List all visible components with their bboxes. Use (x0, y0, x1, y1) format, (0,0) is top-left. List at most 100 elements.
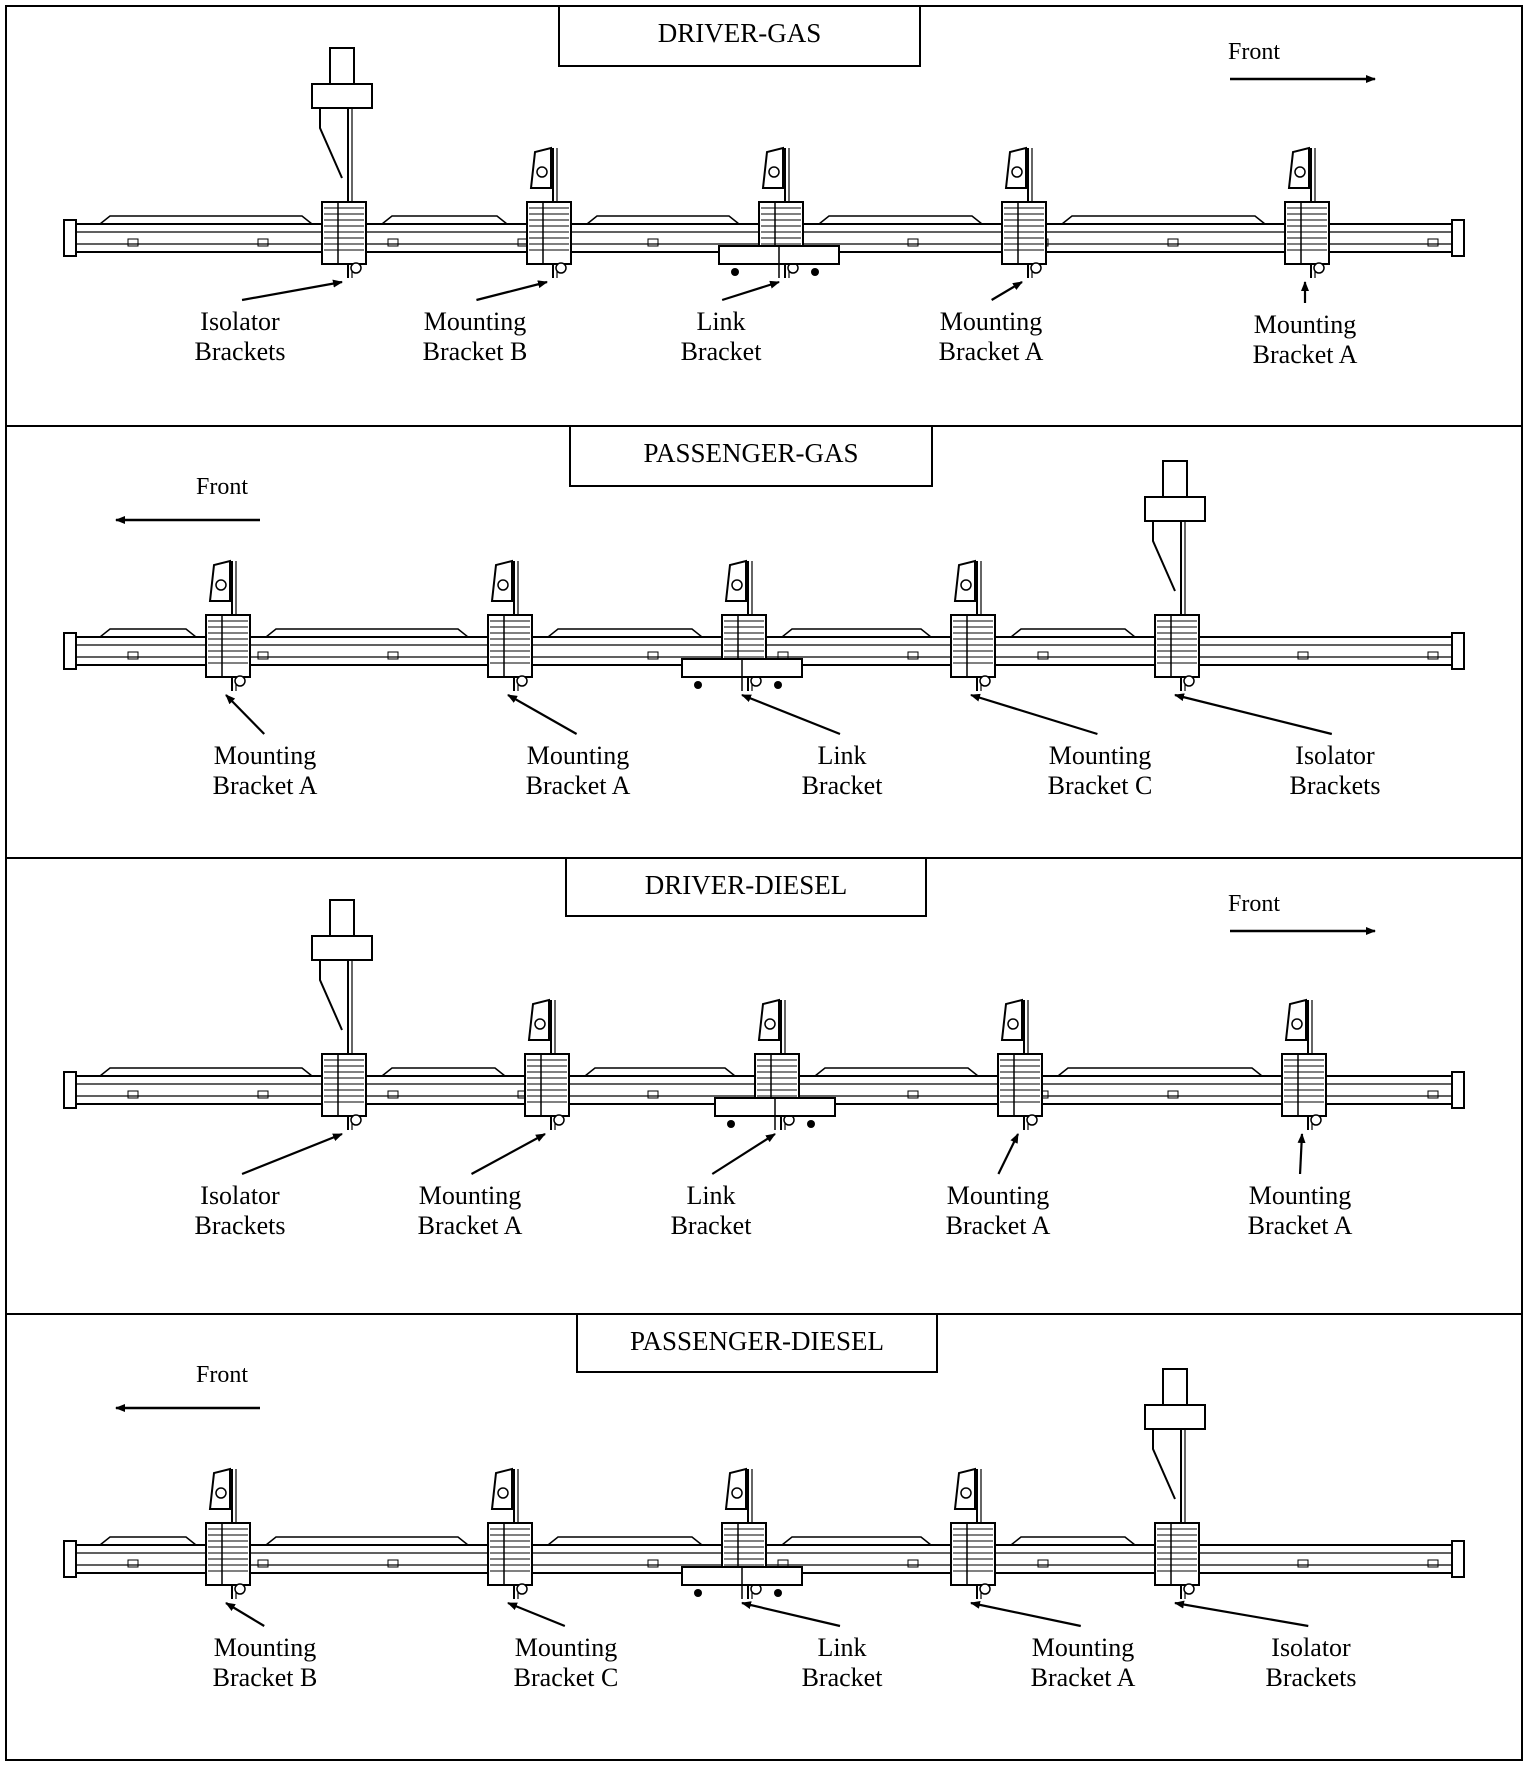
bracket-label-line1: Mounting (424, 307, 527, 336)
panel-title: DRIVER-DIESEL (645, 870, 847, 900)
bracket-label-line2: Brackets (1266, 1663, 1357, 1692)
front-indicator: Front (115, 1362, 260, 1412)
bracket-mount (950, 1467, 996, 1599)
bracket-link (714, 998, 836, 1130)
bracket-label-line1: Mounting (940, 307, 1043, 336)
bracket-iso (1144, 1368, 1206, 1599)
panel-title: PASSENGER-DIESEL (630, 1326, 884, 1356)
bracket-mount (526, 146, 572, 278)
panel-title-box (565, 857, 927, 917)
bracket-label-line1: Mounting (527, 741, 630, 770)
bracket-label-line2: Brackets (1290, 771, 1381, 800)
front-indicator: Front (1228, 891, 1376, 935)
leader-arrow-icon (1297, 1133, 1306, 1175)
leader-arrow-icon (507, 1601, 566, 1628)
bracket-label-line1: Mounting (1032, 1633, 1135, 1662)
leader-arrow-icon (476, 280, 548, 302)
panel-driver-gas: DRIVER-GASFrontIsolatorBracketsMountingB… (5, 5, 1523, 427)
bracket-label-line1: Isolator (200, 1181, 280, 1210)
bracket-label-line2: Bracket (802, 1663, 884, 1692)
running-board-rail (63, 460, 1465, 691)
bracket-link (681, 559, 803, 691)
bracket-label-line2: Bracket B (213, 1663, 318, 1692)
leader-arrow-icon (507, 694, 578, 735)
bracket-link (681, 1467, 803, 1599)
bracket-mount (205, 1467, 251, 1599)
bracket-label-line2: Bracket A (1253, 340, 1358, 369)
panel-title-box (576, 1313, 938, 1373)
bracket-iso (311, 47, 373, 278)
bracket-label-line1: Mounting (419, 1181, 522, 1210)
bracket-label-line1: Isolator (1295, 741, 1375, 770)
running-board-rail (63, 1368, 1465, 1599)
bracket-label-line2: Bracket A (1248, 1211, 1353, 1240)
bracket-label-line2: Bracket A (939, 337, 1044, 366)
bracket-mount (997, 998, 1043, 1130)
leader-arrow-icon (970, 693, 1098, 736)
panel-title: DRIVER-GAS (658, 18, 822, 48)
front-label: Front (196, 1362, 248, 1388)
bracket-label-line1: Mounting (1254, 310, 1357, 339)
bracket-label-line1: Mounting (515, 1633, 618, 1662)
bracket-label-line1: Link (817, 741, 866, 770)
bracket-label-line2: Bracket (681, 337, 763, 366)
bracket-label-line2: Bracket B (423, 337, 528, 366)
leader-arrow-icon (1174, 693, 1333, 736)
leader-arrow-icon (997, 1133, 1019, 1175)
running-board-rail (63, 47, 1465, 278)
bracket-label-line1: Mounting (1049, 741, 1152, 770)
leader-arrow-icon (970, 1600, 1081, 1628)
bracket-label-line1: Mounting (947, 1181, 1050, 1210)
bracket-label-line1: Isolator (1271, 1633, 1351, 1662)
leader-arrow-icon (241, 279, 343, 302)
front-indicator: Front (115, 474, 260, 524)
front-label: Front (1228, 891, 1280, 917)
bracket-mount (1281, 998, 1327, 1130)
leader-arrow-icon (225, 694, 266, 735)
bracket-mount (524, 998, 570, 1130)
bracket-label-line1: Link (686, 1181, 735, 1210)
leader-arrow-icon (1174, 1600, 1309, 1628)
panel-title-box (569, 425, 933, 487)
bracket-mount (205, 559, 251, 691)
bracket-label-line1: Mounting (1249, 1181, 1352, 1210)
bracket-label-line2: Brackets (195, 1211, 286, 1240)
bracket-link (718, 146, 840, 278)
bracket-label-line2: Brackets (195, 337, 286, 366)
leader-arrow-icon (711, 1133, 776, 1175)
bracket-label-line1: Mounting (214, 1633, 317, 1662)
leader-arrow-icon (991, 281, 1023, 301)
bracket-label-line2: Bracket A (1031, 1663, 1136, 1692)
bracket-mount (487, 559, 533, 691)
panel-title: PASSENGER-GAS (643, 438, 858, 468)
bracket-label-line1: Link (696, 307, 745, 336)
leader-arrow-icon (741, 1601, 841, 1628)
bracket-label-line2: Bracket C (514, 1663, 619, 1692)
leader-arrow-icon (225, 1602, 265, 1627)
bracket-mount (487, 1467, 533, 1599)
bracket-label-line2: Bracket (671, 1211, 753, 1240)
leader-arrow-icon (721, 280, 780, 302)
bracket-label-line2: Bracket C (1048, 771, 1153, 800)
front-label: Front (196, 474, 248, 500)
bracket-mount (1001, 146, 1047, 278)
leader-arrow-icon (741, 693, 841, 736)
bracket-mount (950, 559, 996, 691)
